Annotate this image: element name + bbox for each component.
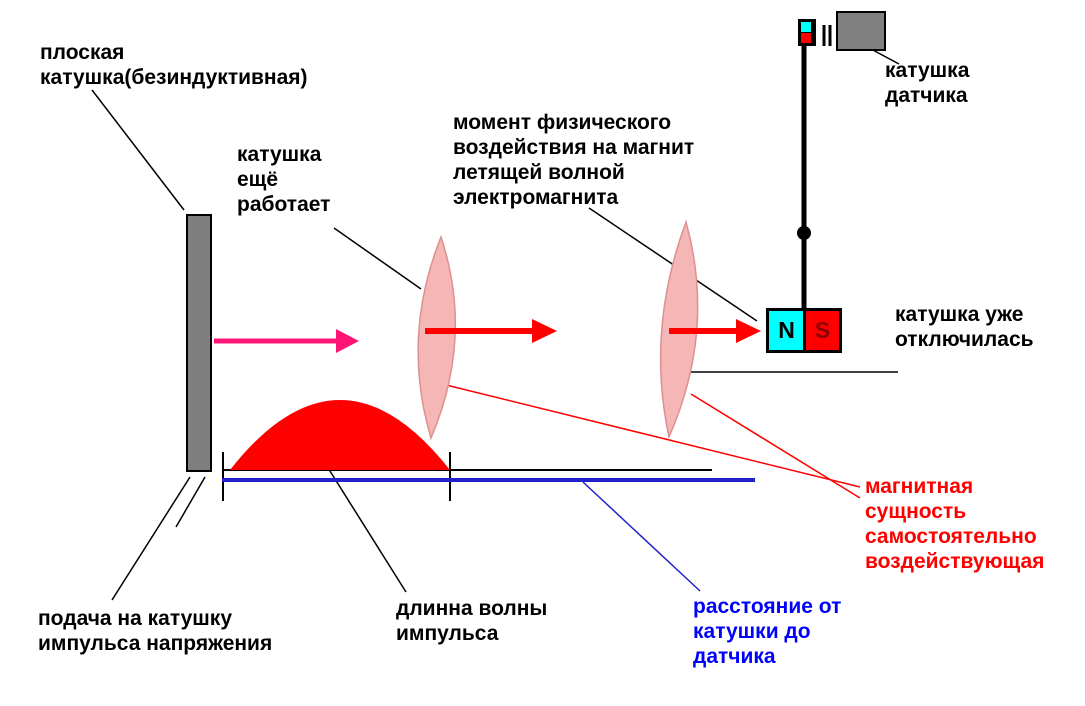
label-coil-switched-off: катушка уже отключилась [895,303,1034,351]
label-voltage-pulse-supply: подача на катушку импульса напряжения [38,607,273,655]
magnet-south-half [806,311,839,350]
red-arrow-1-head [532,319,557,343]
pulse-hump [230,400,450,470]
label-magnetic-essence: магнитная сущность самостоятельно воздей… [865,475,1045,573]
wavefront-1 [417,234,456,441]
callout-coil-working-line [333,227,422,290]
sensor-top-magnet-south [801,33,811,43]
label-distance: расстояние от катушки до датчика [693,595,842,668]
label-impact-moment: момент физического воздействия на магнит… [453,111,695,209]
callout-distance-line [582,481,701,592]
callout-sensor-coil-line [870,48,900,65]
wire-node-dot [797,226,811,240]
callout-flat-coil-line [91,89,185,211]
callout-magnetic-essence-line-2 [690,393,861,499]
magnet-north-label: N [778,317,795,343]
label-coil-still-working: катушка ещё работает [237,143,331,216]
callout-magnetic-essence-line-1 [437,382,861,488]
red-arrow-2-head [736,319,761,343]
flat-coil-rect [186,214,212,472]
sensor-coil-box [836,11,886,51]
callout-pulse-supply-line-1 [111,476,191,601]
callout-wavelength-line [317,451,407,593]
label-sensor-coil: катушка датчика [885,59,970,107]
label-pulse-wavelength: длинна волны импульса [396,597,548,645]
magnet-north-half [769,311,803,350]
sensor-top-magnet-north [801,22,811,32]
callout-pulse-supply-line-2 [175,476,206,528]
magenta-arrow-head [336,329,359,353]
label-flat-coil: плоская катушка(безиндуктивная) [40,41,308,89]
magnet-south-label: S [814,317,831,343]
